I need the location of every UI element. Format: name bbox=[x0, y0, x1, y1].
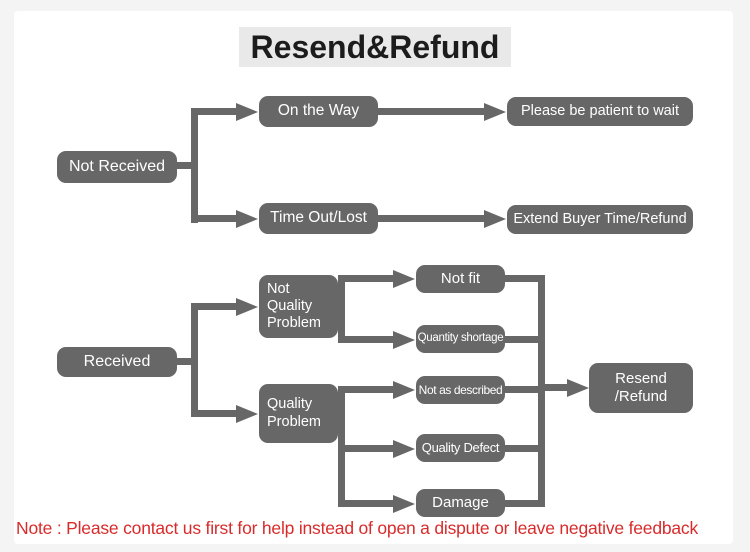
arrowhead-icon bbox=[484, 210, 506, 228]
connector-to-quality-problem bbox=[191, 410, 236, 417]
arrowhead-icon bbox=[393, 270, 415, 288]
arrowhead-icon bbox=[236, 103, 258, 121]
connector-to-quantity-shortage bbox=[338, 336, 393, 343]
connector-not-received-branch bbox=[191, 108, 198, 223]
node-label: Quality Problem bbox=[267, 396, 321, 430]
node-label: Quality Defect bbox=[421, 440, 500, 456]
connector-to-time-out bbox=[191, 215, 236, 222]
node-extend-buyer-time: Extend Buyer Time/Refund bbox=[507, 205, 693, 234]
node-label: Extend Buyer Time/Refund bbox=[513, 210, 687, 227]
arrowhead-icon bbox=[393, 495, 415, 513]
connector-collector-branch bbox=[538, 275, 545, 507]
connector-not-as-described-out bbox=[505, 386, 545, 393]
node-please-be-patient: Please be patient to wait bbox=[507, 97, 693, 126]
arrowhead-icon bbox=[393, 440, 415, 458]
node-not-quality-problem: Not Quality Problem bbox=[259, 275, 338, 338]
node-label: On the Way bbox=[277, 102, 360, 120]
arrowhead-icon bbox=[567, 379, 589, 397]
node-time-out-lost: Time Out/Lost bbox=[259, 203, 378, 234]
connector-quantity-shortage-out bbox=[505, 336, 545, 343]
connector-to-not-quality-problem bbox=[191, 303, 236, 310]
node-label: Quantity shortage bbox=[417, 332, 504, 345]
connector-to-please-wait bbox=[378, 108, 484, 115]
connector-to-resend-refund bbox=[545, 384, 567, 391]
node-not-received: Not Received bbox=[57, 151, 177, 183]
node-label: Please be patient to wait bbox=[521, 102, 679, 119]
connector-received-branch bbox=[191, 303, 198, 417]
connector-to-not-as-described bbox=[338, 386, 393, 393]
connector-to-quality-defect bbox=[338, 445, 393, 452]
node-label: Not fit bbox=[440, 270, 481, 288]
arrowhead-icon bbox=[236, 405, 258, 423]
connector-not-fit-out bbox=[505, 275, 545, 282]
page-title-wrap: Resend&Refund bbox=[0, 27, 750, 67]
node-label: Not as described bbox=[418, 382, 503, 397]
footer-note: Note : Please contact us first for help … bbox=[16, 518, 699, 538]
arrowhead-icon bbox=[393, 331, 415, 349]
node-label: Not Received bbox=[68, 157, 166, 175]
node-on-the-way: On the Way bbox=[259, 96, 378, 127]
connector-qp-stub bbox=[329, 410, 343, 417]
node-label: Time Out/Lost bbox=[270, 209, 367, 227]
connector-to-extend-refund bbox=[378, 215, 484, 222]
node-damage: Damage bbox=[416, 489, 505, 517]
connector-damage-out bbox=[505, 500, 545, 507]
connector-nqp-branch bbox=[338, 275, 345, 343]
node-label: Resend /Refund bbox=[614, 370, 668, 405]
node-quality-defect: Quality Defect bbox=[416, 434, 505, 462]
connector-nqp-stub bbox=[329, 303, 343, 310]
arrowhead-icon bbox=[484, 103, 506, 121]
node-label: Not Quality Problem bbox=[267, 280, 321, 332]
arrowhead-icon bbox=[236, 210, 258, 228]
connector-to-not-fit bbox=[338, 275, 393, 282]
node-label: Damage bbox=[432, 494, 489, 512]
node-label: Received bbox=[83, 352, 151, 370]
node-not-fit: Not fit bbox=[416, 265, 505, 293]
node-quality-problem: Quality Problem bbox=[259, 384, 338, 443]
node-not-as-described: Not as described bbox=[416, 376, 505, 404]
node-resend-refund: Resend /Refund bbox=[589, 363, 693, 413]
connector-to-on-the-way bbox=[191, 108, 236, 115]
connector-to-damage bbox=[338, 500, 393, 507]
connector-received-stub bbox=[176, 358, 196, 365]
node-quantity-shortage: Quantity shortage bbox=[416, 325, 505, 353]
node-received: Received bbox=[57, 347, 177, 377]
page-title: Resend&Refund bbox=[238, 27, 512, 67]
arrowhead-icon bbox=[393, 381, 415, 399]
arrowhead-icon bbox=[236, 298, 258, 316]
connector-quality-defect-out bbox=[505, 445, 545, 452]
connector-not-received-stub bbox=[176, 162, 196, 169]
